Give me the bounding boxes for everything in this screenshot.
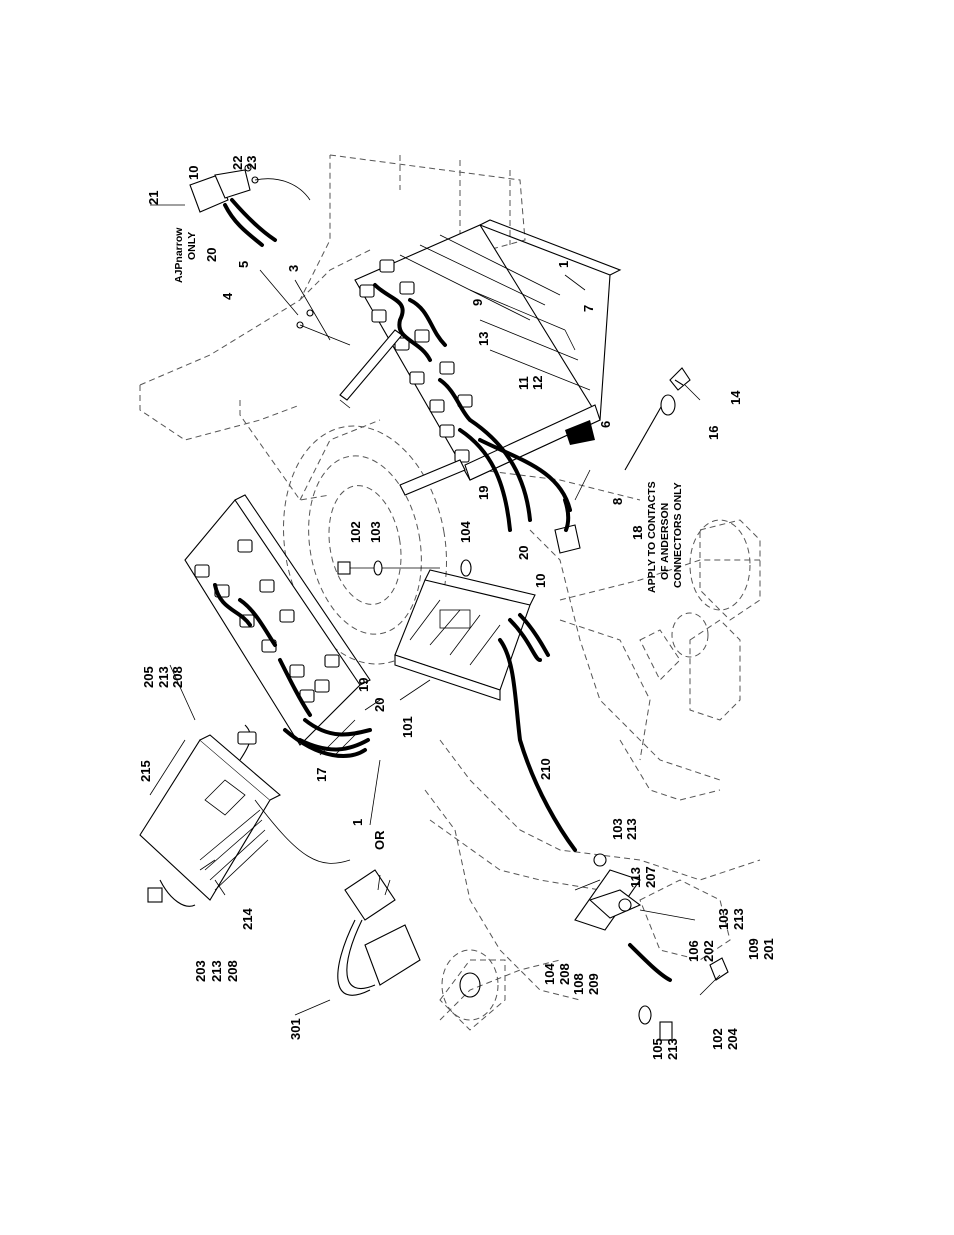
callout-20-left: 20 [372, 698, 387, 712]
callout-213-e: 213 [665, 1038, 680, 1060]
callout-1-right: 1 [556, 261, 571, 268]
callout-102-top: 102 [348, 521, 363, 543]
callout-4: 4 [220, 292, 235, 300]
callout-19-left: 19 [356, 678, 371, 692]
callout-109: 109 [746, 938, 761, 960]
chassis-outline [139, 154, 761, 1031]
ajp-narrow-kit [189, 164, 311, 247]
callout-202: 202 [701, 940, 716, 962]
controller-101 [394, 569, 577, 852]
callout-105: 105 [650, 1038, 665, 1060]
callout-11: 11 [516, 376, 531, 390]
callout-7: 7 [581, 305, 596, 312]
callout-12: 12 [530, 376, 545, 390]
callout-9: 9 [470, 299, 485, 306]
battery-cell-caps [359, 259, 473, 463]
anderson-connector-10 [554, 498, 581, 554]
callout-14: 14 [728, 390, 743, 405]
apply-note-line3: CONNECTORS ONLY [672, 482, 684, 588]
callout-205: 205 [141, 666, 156, 688]
callout-208-c: 208 [557, 963, 572, 985]
callout-213-b: 213 [209, 960, 224, 982]
callout-213-c: 213 [624, 818, 639, 840]
callout-204: 204 [725, 1028, 740, 1050]
ajp-note-line1: AJPnarrow [173, 227, 185, 283]
callout-10-top: 10 [186, 166, 201, 180]
callout-labels: 21 10 22 23 20 AJPnarrow ONLY 5 4 3 1 7 … [138, 156, 776, 1060]
callout-210: 210 [538, 758, 553, 780]
callout-23: 23 [244, 156, 259, 170]
callout-1-left: 1 [350, 819, 365, 826]
bracket-assembly [574, 853, 729, 1041]
bolt-14-washer-16 [624, 367, 691, 471]
callout-214: 214 [240, 908, 255, 930]
battery-tray-right [296, 219, 622, 532]
callout-208-b: 208 [225, 960, 240, 982]
callout-101: 101 [400, 716, 415, 738]
callout-207: 207 [643, 866, 658, 888]
callout-104-top: 104 [458, 521, 473, 543]
callout-17: 17 [314, 768, 329, 782]
harness-301 [337, 869, 421, 996]
battery-tray-left [184, 494, 372, 758]
callout-208-a: 208 [170, 666, 185, 688]
callout-19-top: 19 [476, 486, 491, 500]
callout-13-top: 13 [476, 332, 491, 346]
callout-3: 3 [286, 265, 301, 272]
apply-note-line2: OF ANDERSON [659, 503, 671, 580]
callout-215: 215 [138, 760, 153, 782]
callout-108: 108 [571, 973, 586, 995]
callout-10-mid: 10 [533, 574, 548, 588]
callout-209: 209 [586, 973, 601, 995]
callout-301: 301 [288, 1018, 303, 1040]
callout-22: 22 [230, 156, 245, 170]
callout-213-d: 213 [731, 908, 746, 930]
charger-214 [139, 724, 351, 907]
apply-note-line1: APPLY TO CONTACTS [646, 481, 658, 593]
leader-lines [149, 204, 721, 1016]
callout-213-a: 213 [156, 666, 171, 688]
callout-113: 113 [628, 867, 643, 888]
callout-8: 8 [610, 498, 625, 505]
callout-20-top: 20 [204, 248, 219, 262]
callout-104-low: 104 [542, 963, 557, 985]
or-text: OR [372, 830, 387, 850]
turntable-bolt-stack [337, 559, 472, 577]
callout-6: 6 [598, 421, 613, 428]
callout-20-mid: 20 [516, 546, 531, 560]
callout-103-mid: 103 [610, 818, 625, 840]
callout-18: 18 [630, 526, 645, 540]
callout-16: 16 [706, 426, 721, 440]
callout-203: 203 [193, 960, 208, 982]
callout-106: 106 [686, 940, 701, 962]
callout-201: 201 [761, 938, 776, 960]
callout-5: 5 [236, 261, 251, 268]
callout-103-top: 103 [368, 521, 383, 543]
callout-21: 21 [146, 191, 161, 205]
ajp-note-line2: ONLY [186, 232, 198, 260]
callout-103-low: 103 [716, 908, 731, 930]
callout-102-low: 102 [710, 1028, 725, 1050]
